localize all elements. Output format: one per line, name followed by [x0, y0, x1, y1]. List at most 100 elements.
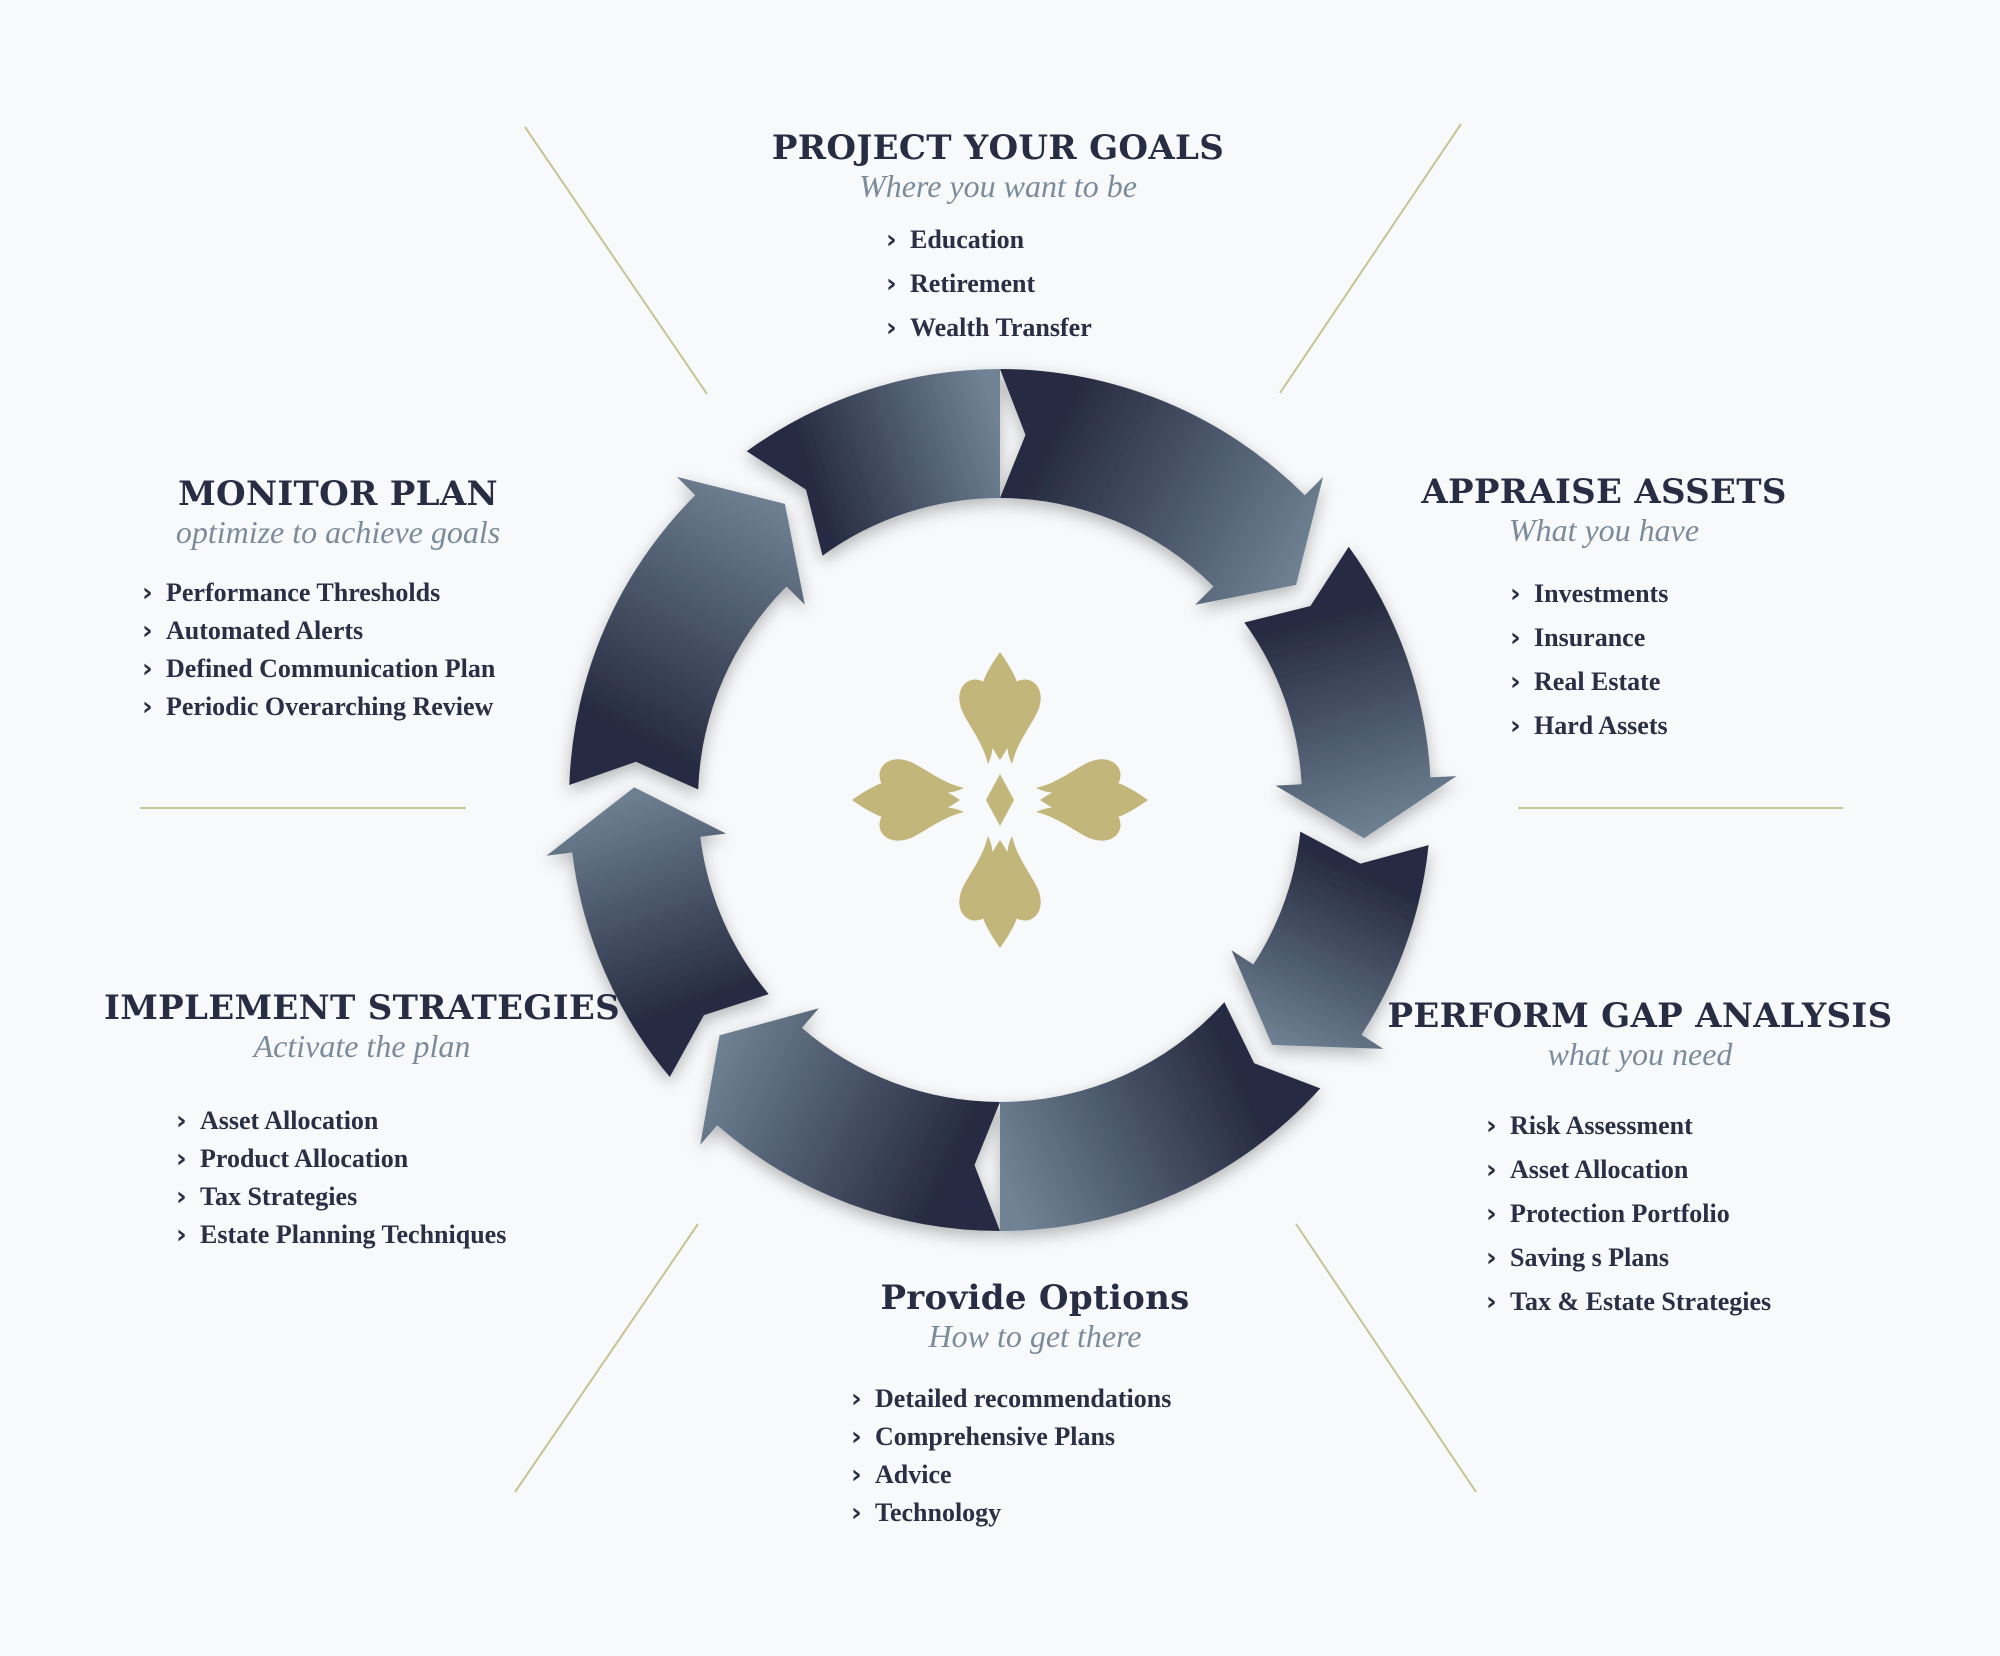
step-monitor-plan: MONITOR PLAN optimize to achieve goals ›…	[58, 474, 618, 722]
list-item: › Protection Portfolio	[1486, 1192, 1771, 1236]
chevron-right-icon: ›	[1510, 667, 1521, 697]
list-item-label: Saving s Plans	[1510, 1243, 1669, 1272]
ornament-petal	[1036, 759, 1121, 793]
ornament-petal	[879, 807, 964, 841]
list-item: › Asset Allocation	[1486, 1148, 1771, 1192]
cycle-arrow-segment	[1231, 831, 1429, 1049]
list-item: › Real Estate	[1510, 660, 1668, 704]
ornament-petal	[1007, 836, 1041, 921]
chevron-right-icon: ›	[142, 616, 153, 646]
list-item: ›Comprehensive Plans	[851, 1418, 1171, 1456]
chevron-right-icon: ›	[851, 1384, 862, 1414]
step-title: Provide Options	[880, 1278, 1190, 1318]
step-gap-analysis: PERFORM GAP ANALYSIS what you need ›Risk…	[1360, 996, 1920, 1317]
list-item-label: Insurance	[1534, 623, 1646, 652]
list-item-label: Advice	[875, 1460, 952, 1489]
list-item-label: Defined Communication Plan	[166, 654, 496, 683]
chevron-right-icon: ›	[1510, 623, 1521, 653]
list-item-label: Real Estate	[1534, 667, 1661, 696]
cycle-band-segment	[746, 369, 1000, 556]
list-item-label: Hard Assets	[1534, 711, 1668, 740]
step-title: PERFORM GAP ANALYSIS	[1387, 996, 1893, 1036]
list-item: ›Performance Thresholds	[142, 574, 495, 612]
list-item: › Investments	[1510, 572, 1668, 616]
step-project-goals: PROJECT YOUR GOALS Where you want to be …	[718, 128, 1278, 343]
list-item-label: Tax & Estate Strategies	[1510, 1287, 1772, 1316]
list-item-label: Protection Portfolio	[1510, 1199, 1730, 1228]
step-title: MONITOR PLAN	[178, 474, 498, 514]
list-item-label: Tax Strategies	[200, 1182, 358, 1211]
list-item-label: Asset Allocation	[200, 1106, 379, 1135]
ornament-petal	[1007, 679, 1041, 764]
list-item: › Tax Strategies	[176, 1178, 506, 1216]
chevron-right-icon: ›	[1486, 1155, 1497, 1185]
step-items: ›Education›Retirement›Wealth Transfer	[886, 218, 1092, 350]
gold-ornament-icon	[852, 652, 1148, 948]
list-item: › Product Allocation	[176, 1140, 506, 1178]
step-appraise-assets: APPRAISE ASSETS What you have ›Investmen…	[1324, 472, 1884, 741]
chevron-right-icon: ›	[1510, 579, 1521, 609]
step-subtitle: what you need	[1547, 1036, 1733, 1072]
chevron-right-icon: ›	[176, 1144, 187, 1174]
chevron-right-icon: ›	[851, 1460, 862, 1490]
list-item: › Tax & Estate Strategies	[1486, 1280, 1771, 1324]
step-title: IMPLEMENT STRATEGIES	[104, 988, 620, 1028]
list-item-label: Comprehensive Plans	[875, 1422, 1116, 1451]
chevron-right-icon: ›	[1510, 711, 1521, 741]
list-item-label: Asset Allocation	[1510, 1155, 1689, 1184]
divider-line	[524, 126, 708, 395]
step-items: ›Asset Allocation›Product Allocation›Tax…	[176, 1102, 506, 1254]
list-item: › Detailed recommendations	[851, 1380, 1171, 1418]
chevron-right-icon: ›	[1486, 1199, 1497, 1229]
step-subtitle: What you have	[1508, 512, 1700, 548]
list-item: ›Technology	[851, 1494, 1171, 1532]
ornament-petal	[959, 836, 993, 921]
chevron-right-icon: ›	[886, 269, 897, 299]
ornament-petal	[1036, 807, 1121, 841]
chevron-right-icon: ›	[886, 225, 897, 255]
chevron-right-icon: ›	[1486, 1287, 1497, 1317]
list-item-label: Education	[910, 225, 1025, 254]
list-item: › Wealth Transfer	[886, 306, 1092, 350]
step-implement-strategies: IMPLEMENT STRATEGIES Activate the plan ›…	[82, 988, 642, 1250]
step-subtitle: Where you want to be	[859, 168, 1137, 204]
chevron-right-icon: ›	[176, 1220, 187, 1250]
list-item-label: Automated Alerts	[166, 616, 364, 645]
list-item-label: Product Allocation	[200, 1144, 409, 1173]
list-item: ›Retirement	[886, 262, 1092, 306]
divider-line	[1295, 1223, 1477, 1493]
list-item: › Hard Assets	[1510, 704, 1668, 748]
step-subtitle: How to get there	[928, 1318, 1142, 1354]
cycle-arrow-segment	[700, 1008, 1000, 1231]
chevron-right-icon: ›	[142, 578, 153, 608]
chevron-right-icon: ›	[886, 313, 897, 343]
divider-lines	[140, 123, 1843, 1493]
step-items: ›Detailed recommendations›Comprehensive …	[851, 1380, 1171, 1532]
ornament-petal	[959, 679, 993, 764]
cycle-arrow-segment	[1244, 546, 1457, 839]
divider-line	[1279, 123, 1462, 394]
step-items: › Investments › Insurance › Real Estate › Hard …	[1510, 572, 1668, 748]
cycle-ring	[546, 369, 1457, 1231]
step-items: ›Risk Assessment › Asset Allocation › Protec…	[1486, 1104, 1771, 1324]
step-provide-options: Provide Options How to get there › Detail…	[755, 1278, 1315, 1528]
list-item-label: Investments	[1534, 579, 1669, 608]
list-item-label: Technology	[875, 1498, 1002, 1527]
list-item: › Automated Alerts	[142, 612, 495, 650]
ornament-petal	[986, 774, 1014, 826]
list-item-label: Detailed recommendations	[875, 1384, 1172, 1413]
chevron-right-icon: ›	[142, 654, 153, 684]
list-item-label: Wealth Transfer	[910, 313, 1092, 342]
list-item: ›Periodic Overarching Review	[142, 688, 495, 726]
chevron-right-icon: ›	[176, 1182, 187, 1212]
list-item: ›Estate Planning Techniques	[176, 1216, 506, 1254]
step-title: PROJECT YOUR GOALS	[771, 128, 1225, 168]
cycle-arrow-segment	[546, 787, 769, 1077]
chevron-right-icon: ›	[1486, 1243, 1497, 1273]
list-item: ›Asset Allocation	[176, 1102, 506, 1140]
list-item: › Insurance	[1510, 616, 1668, 660]
list-item: ›Risk Assessment	[1486, 1104, 1771, 1148]
divider-line	[514, 1223, 699, 1493]
list-item: › Defined Communication Plan	[142, 650, 495, 688]
step-items: ›Performance Thresholds›Automated Alerts…	[142, 574, 495, 726]
